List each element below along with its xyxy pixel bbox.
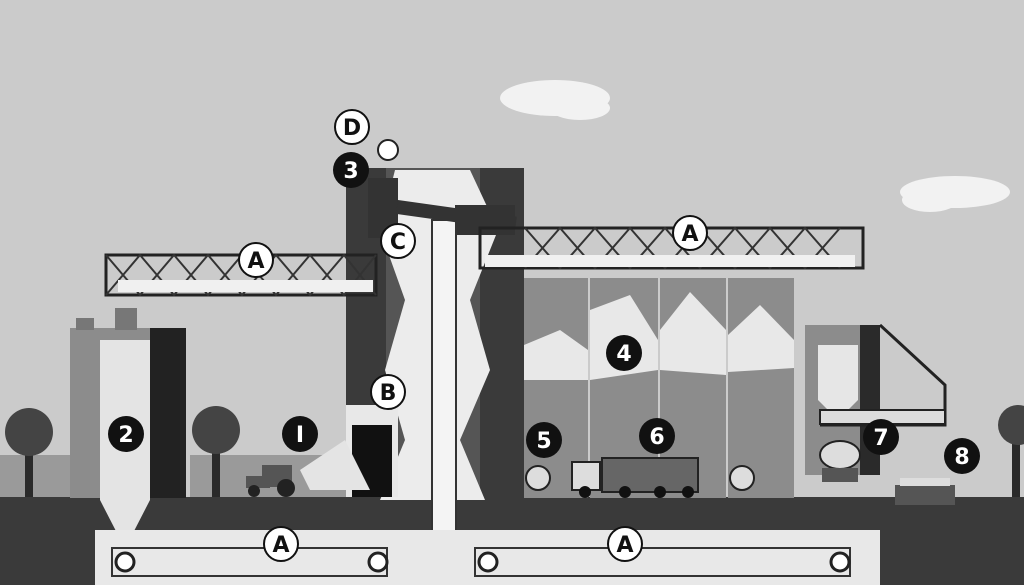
label-D: D [334, 109, 370, 145]
label-B: B [370, 374, 406, 410]
label-A-upper-right: A [672, 215, 708, 251]
label-A-text: A [247, 249, 264, 274]
label-D-text: D [343, 116, 361, 141]
label-C-text: C [390, 230, 406, 255]
tanker-truck-icon [819, 440, 861, 482]
aeration-fan [525, 465, 755, 491]
label-3-text: 3 [343, 159, 358, 184]
truck-icon [571, 457, 699, 498]
bottom-conveyor [95, 530, 880, 585]
tractor-icon [246, 440, 370, 497]
barge-icon [895, 478, 955, 505]
label-6-text: 6 [649, 425, 664, 450]
label-1-text: I [296, 423, 304, 448]
label-5-text: 5 [536, 429, 551, 454]
label-A-text: A [272, 533, 289, 558]
cloud-icon [900, 176, 1010, 212]
label-1: I [282, 416, 318, 452]
label-5: 5 [526, 422, 562, 458]
tree-icon [192, 406, 240, 497]
label-7-text: 7 [873, 426, 888, 451]
label-A-lower-right: A [607, 526, 643, 562]
label-8: 8 [944, 438, 980, 474]
label-B-text: B [380, 381, 397, 406]
label-3: 3 [333, 152, 369, 188]
label-C: C [380, 223, 416, 259]
label-A-text: A [681, 222, 698, 247]
label-4-text: 4 [616, 342, 631, 367]
label-A-text: A [616, 533, 633, 558]
tree-icon [5, 408, 53, 497]
label-4: 4 [606, 335, 642, 371]
label-A-lower-left: A [263, 526, 299, 562]
upper-conveyor-right [478, 226, 865, 270]
label-2: 2 [108, 416, 144, 452]
label-7: 7 [863, 419, 899, 455]
label-6: 6 [639, 418, 675, 454]
cloud-icon [500, 80, 610, 120]
label-8-text: 8 [954, 445, 969, 470]
tree-icon [998, 405, 1024, 497]
storage-silo-2 [70, 308, 186, 535]
distributor-machinery [368, 178, 517, 238]
label-2-text: 2 [118, 423, 133, 448]
label-A-upper-left: A [238, 242, 274, 278]
head-pulley [377, 139, 399, 161]
